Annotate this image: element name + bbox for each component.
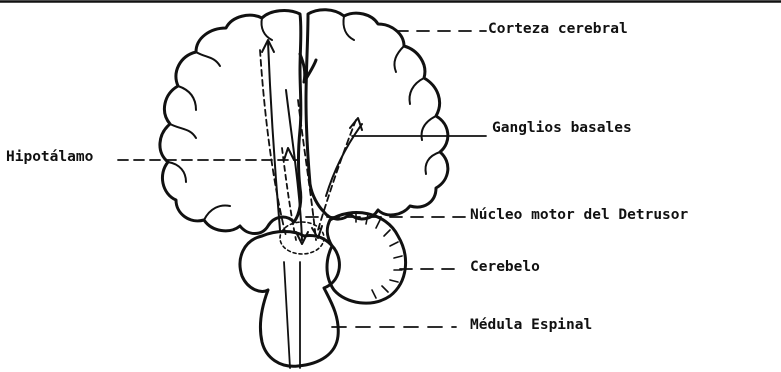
right-hemisphere (306, 10, 448, 219)
left-sulcus-4 (168, 162, 186, 182)
right-sulcus-4 (426, 152, 440, 174)
left-sulcus-1 (196, 52, 220, 66)
label-corteza-cerebral: Corteza cerebral (488, 22, 628, 37)
right-sulcus-1 (394, 46, 404, 72)
left-sulcus-5 (204, 206, 230, 220)
label-medula-espinal: Médula Espinal (470, 318, 592, 333)
arrowhead-3 (284, 148, 294, 160)
left-sulcus-6 (261, 18, 272, 40)
right-sulcus-2 (410, 78, 424, 104)
tract-dashed-4 (282, 148, 296, 240)
left-sulcus-3 (170, 124, 196, 138)
left-sulcus-2 (178, 86, 196, 110)
cerebellum-folia (356, 212, 402, 298)
label-nucleo-motor-detrusor: Núcleo motor del Detrusor (470, 208, 688, 223)
spinal-cord-line-1 (284, 262, 290, 368)
label-hipotalamo: Hipotálamo (6, 150, 93, 165)
left-hemisphere (160, 11, 301, 234)
label-ganglios-basales: Ganglios basales (492, 121, 632, 136)
right-sulcus-5 (343, 16, 354, 40)
label-cerebelo: Cerebelo (470, 260, 540, 275)
